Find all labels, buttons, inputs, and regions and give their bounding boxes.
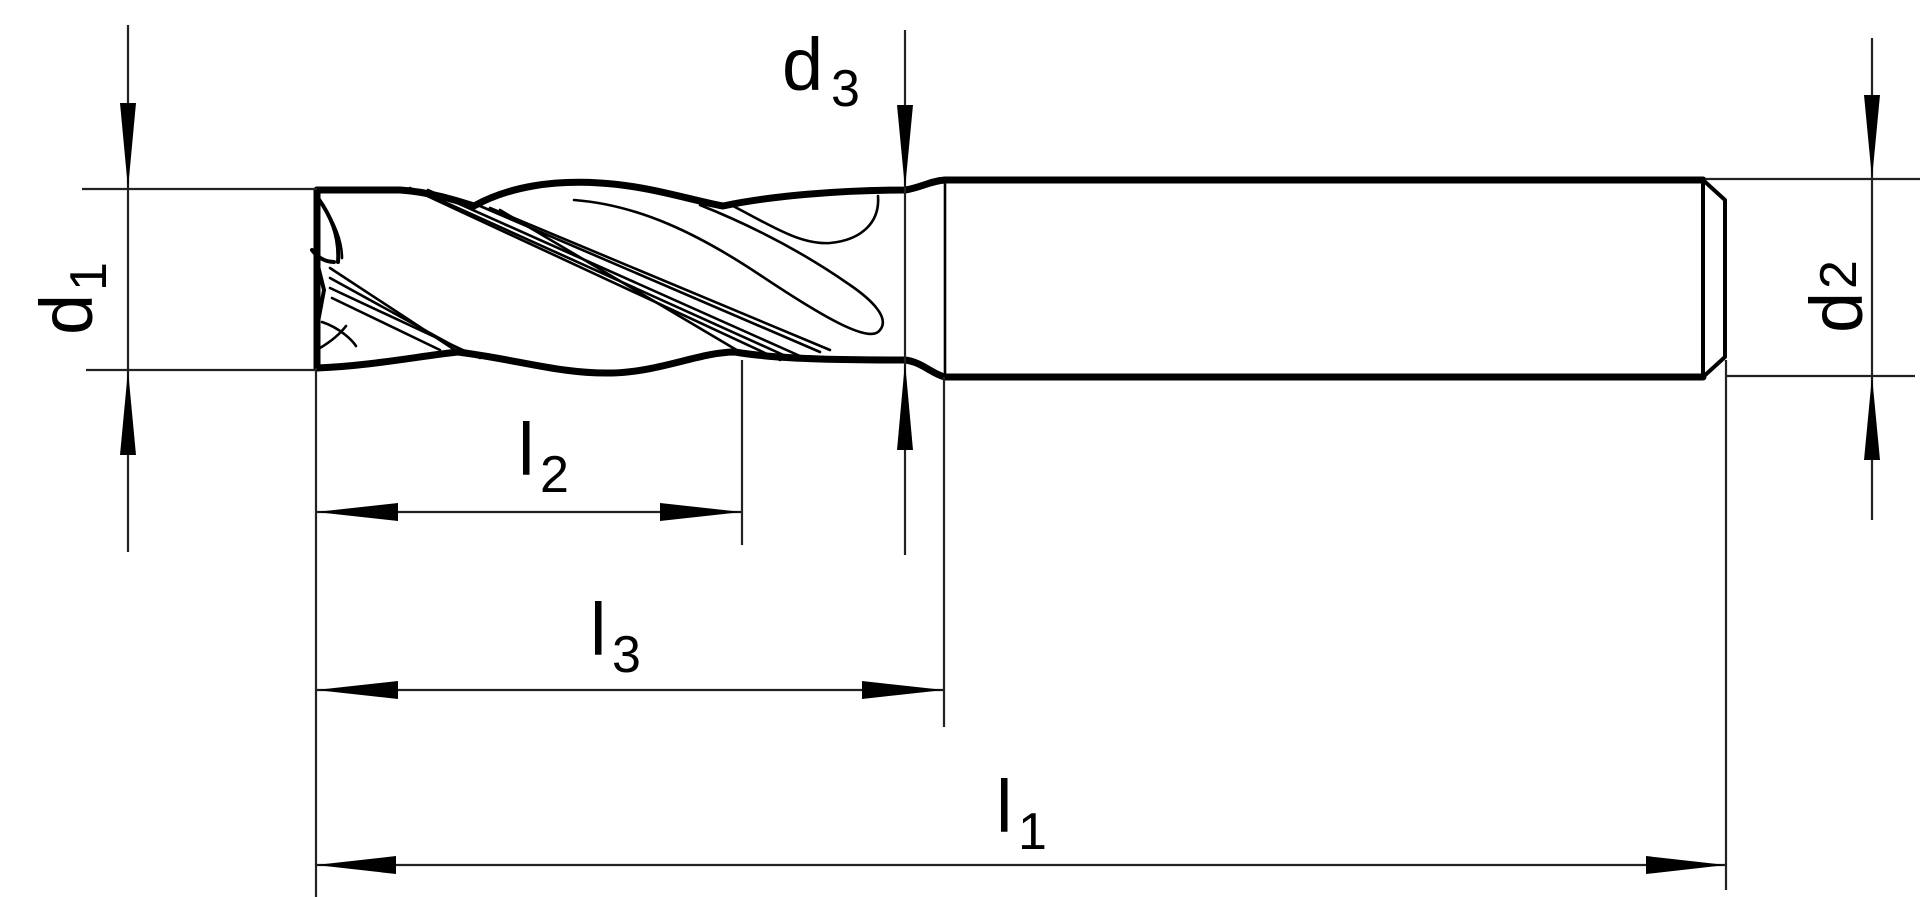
flute-top-contour: [313, 176, 949, 210]
helix-lines-1: [408, 186, 832, 362]
label-l2: l 2: [518, 408, 569, 504]
label-l1-sub: 1: [1018, 803, 1047, 861]
label-l1-base: l: [996, 765, 1012, 848]
label-d2-sub: 2: [1810, 260, 1868, 289]
label-l3-sub: 3: [612, 626, 641, 684]
arrow-left-icon: [316, 681, 398, 699]
label-d2-base: d: [1795, 292, 1878, 333]
arrow-down-icon: [897, 105, 913, 189]
flute-bottom-contour: [313, 348, 949, 381]
label-d2: d 2: [1795, 260, 1878, 333]
label-l3: l 3: [590, 588, 641, 684]
label-l2-sub: 2: [540, 446, 569, 504]
flute-runout-loop: [731, 194, 880, 245]
label-d1: d 1: [25, 262, 118, 335]
arrow-down-icon: [120, 103, 136, 189]
arrow-up-icon: [120, 370, 136, 455]
label-d1-base: d: [25, 294, 108, 335]
dimension-l2: [316, 503, 742, 521]
shank-outline: [941, 176, 1707, 381]
arrow-left-icon: [316, 503, 398, 521]
label-l1: l 1: [996, 765, 1047, 861]
extension-lines: [82, 177, 1920, 897]
arrow-down-icon: [1864, 95, 1880, 179]
arrow-right-icon: [660, 503, 742, 521]
dimension-l3: [316, 681, 944, 699]
label-d3: d 3: [782, 23, 860, 118]
dimension-d3: [897, 30, 913, 555]
label-d1-sub: 1: [60, 262, 118, 291]
helix-lines-2: [328, 266, 482, 360]
shank-end-face: [1701, 178, 1727, 379]
arrow-right-icon: [1646, 856, 1726, 874]
end-mill-body: [310, 176, 1727, 381]
tip-flute-detail: [310, 196, 358, 350]
dimension-l1: [316, 856, 1726, 874]
arrow-left-icon: [316, 856, 396, 874]
flute-land-outline: [572, 198, 885, 336]
arrow-up-icon: [1864, 376, 1880, 460]
dimension-d2: [1864, 38, 1880, 520]
label-l2-base: l: [518, 408, 534, 491]
arrow-right-icon: [862, 681, 944, 699]
label-d3-sub: 3: [831, 60, 860, 118]
label-l3-base: l: [590, 588, 606, 671]
label-d3-base: d: [782, 23, 823, 106]
dimension-d1: [120, 25, 136, 552]
arrow-up-icon: [897, 362, 913, 450]
